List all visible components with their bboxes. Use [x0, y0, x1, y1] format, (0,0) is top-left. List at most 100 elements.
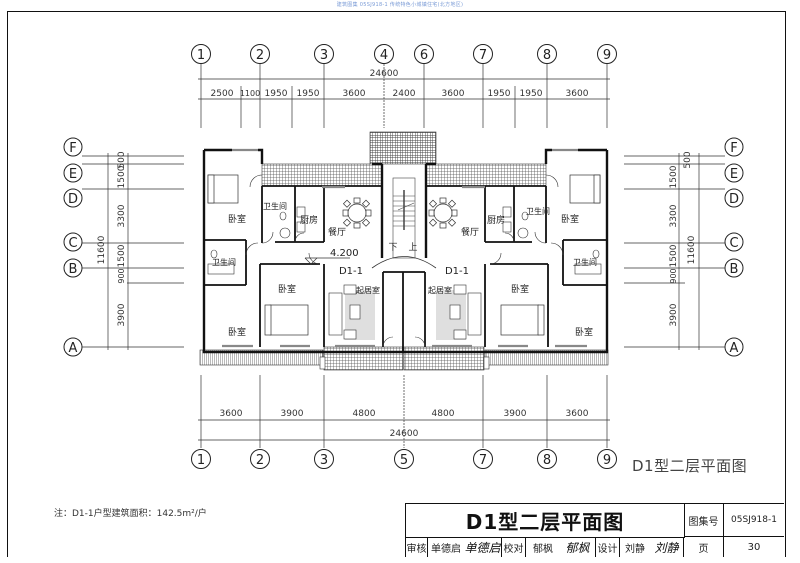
- axis-bubble-B-right: B: [724, 258, 744, 278]
- svg-text:3: 3: [320, 48, 328, 63]
- svg-text:E: E: [730, 167, 738, 182]
- top-axis-bubbles: 1 2 3 4 6 7 8 9: [191, 44, 617, 64]
- dining-table-right: [428, 197, 458, 229]
- svg-text:1: 1: [197, 453, 205, 468]
- room-label-dining-left: 餐厅: [328, 226, 346, 238]
- axis-bubble-F-right: F: [724, 137, 744, 157]
- bottom-axis-bubbles: 1 2 3 5 7 8 9: [191, 449, 617, 469]
- unit-label-right: D1-1: [445, 266, 469, 277]
- svg-text:1950: 1950: [265, 89, 288, 99]
- svg-text:1: 1: [197, 48, 205, 63]
- svg-text:7: 7: [479, 453, 487, 468]
- area-note: 注：D1-1户型建筑面积：142.5m²/户: [54, 509, 207, 519]
- svg-text:3600: 3600: [566, 89, 589, 99]
- axis-bubble-8: 8: [537, 44, 557, 64]
- svg-text:3300: 3300: [117, 204, 127, 227]
- stair-canopy: [369, 131, 437, 165]
- svg-text:4800: 4800: [432, 409, 455, 419]
- svg-text:3600: 3600: [566, 409, 589, 419]
- svg-text:11600: 11600: [687, 235, 697, 264]
- room-label-bathroom-w: 卫生间: [212, 257, 236, 267]
- reviewer-name: 单德启: [431, 543, 461, 555]
- elevation-mark: 4.200: [304, 248, 359, 265]
- svg-text:24600: 24600: [390, 429, 419, 439]
- svg-text:F: F: [730, 141, 737, 156]
- room-label-bedroom-ne: 卧室: [561, 213, 579, 225]
- svg-text:3600: 3600: [343, 89, 366, 99]
- watermark: 建筑图集 05SJ918-1 传统特色小城镇住宅(北方地区): [336, 2, 464, 8]
- svg-text:1500: 1500: [117, 244, 127, 267]
- axis-bubble-F-left: F: [63, 137, 83, 157]
- svg-text:3900: 3900: [281, 409, 304, 419]
- axis-bubble-9: 9: [597, 44, 617, 64]
- svg-text:C: C: [729, 236, 738, 251]
- north-balcony-right: [425, 163, 547, 187]
- svg-text:1950: 1950: [297, 89, 320, 99]
- living-right-furniture: [436, 284, 482, 340]
- svg-text:3900: 3900: [504, 409, 527, 419]
- axis-bubble-1: 1: [191, 44, 211, 64]
- svg-text:1500: 1500: [669, 165, 679, 188]
- axis-bubble-A-right: A: [724, 337, 744, 357]
- svg-text:500: 500: [117, 151, 127, 168]
- south-terrace-left: [323, 346, 404, 371]
- svg-text:2: 2: [256, 453, 264, 468]
- axis-bubble-4: 4: [374, 44, 394, 64]
- svg-text:11600: 11600: [97, 235, 107, 264]
- svg-text:3300: 3300: [669, 204, 679, 227]
- top-axis-lines: [200, 64, 608, 128]
- design-label: 设计: [596, 537, 620, 557]
- axis-bubble-B-left: B: [63, 258, 83, 278]
- svg-text:5: 5: [400, 453, 408, 468]
- room-label-bedroom-sw: 卧室: [228, 326, 246, 338]
- axis-bubble-1-bottom: 1: [191, 449, 211, 469]
- atlas-number: 05SJ918-1: [724, 504, 784, 537]
- staircase: [371, 177, 437, 269]
- svg-text:A: A: [69, 341, 78, 356]
- svg-text:C: C: [68, 236, 77, 251]
- axis-bubble-E-left: E: [63, 163, 83, 183]
- svg-text:1950: 1950: [488, 89, 511, 99]
- north-balcony-left: [261, 163, 383, 187]
- svg-text:9: 9: [603, 48, 611, 63]
- axis-bubble-7: 7: [473, 44, 493, 64]
- drawing-frame: [7, 11, 786, 557]
- svg-text:2: 2: [256, 48, 264, 63]
- top-dimensions: 24600 2500 1100 1950 1950 3600 2400 3600…: [211, 69, 589, 99]
- svg-text:6: 6: [420, 48, 428, 63]
- room-label-kitchen-right: 厨房: [487, 214, 505, 226]
- svg-text:1500: 1500: [669, 244, 679, 267]
- svg-text:B: B: [69, 262, 78, 277]
- page-number: 30: [747, 541, 761, 553]
- atlas-label: 图集号: [684, 504, 724, 537]
- svg-text:8: 8: [543, 48, 551, 63]
- svg-text:B: B: [730, 262, 739, 277]
- unit-label-left: D1-1: [339, 266, 363, 277]
- axis-bubble-E-right: E: [724, 163, 744, 183]
- room-label-bedroom-nw: 卧室: [228, 213, 246, 225]
- bottom-dimensions: 3600 3900 4800 4800 3900 3600 24600: [220, 409, 589, 439]
- svg-text:3900: 3900: [117, 303, 127, 326]
- bottom-axis-lines: [198, 375, 610, 448]
- reviewer-signature: 单德启: [464, 537, 502, 557]
- svg-text:3: 3: [320, 453, 328, 468]
- svg-text:3600: 3600: [220, 409, 243, 419]
- axis-bubble-3: 3: [314, 44, 334, 64]
- checker-signature: 郁枫: [560, 537, 596, 557]
- svg-text:2500: 2500: [211, 89, 234, 99]
- svg-text:4: 4: [380, 48, 388, 63]
- designer-name: 刘静: [625, 543, 645, 555]
- axis-bubble-C-right: C: [724, 232, 744, 252]
- svg-text:E: E: [69, 167, 77, 182]
- title-block: D1型二层平面图 图集号 05SJ918-1 页 30 审核 单德启 单德启 校…: [405, 503, 784, 557]
- top-dimension-lines: [198, 78, 610, 100]
- axis-bubble-2: 2: [250, 44, 270, 64]
- room-label-living-left: 起居室: [356, 285, 380, 295]
- room-label-bathroom-n-left: 卫生间: [263, 201, 287, 211]
- doors: [245, 174, 564, 348]
- designer-signature: 刘静: [650, 537, 684, 557]
- svg-text:3600: 3600: [442, 89, 465, 99]
- svg-text:1100: 1100: [240, 89, 260, 98]
- axis-bubble-6: 6: [414, 44, 434, 64]
- room-label-bedroom-s-left: 卧室: [278, 283, 296, 295]
